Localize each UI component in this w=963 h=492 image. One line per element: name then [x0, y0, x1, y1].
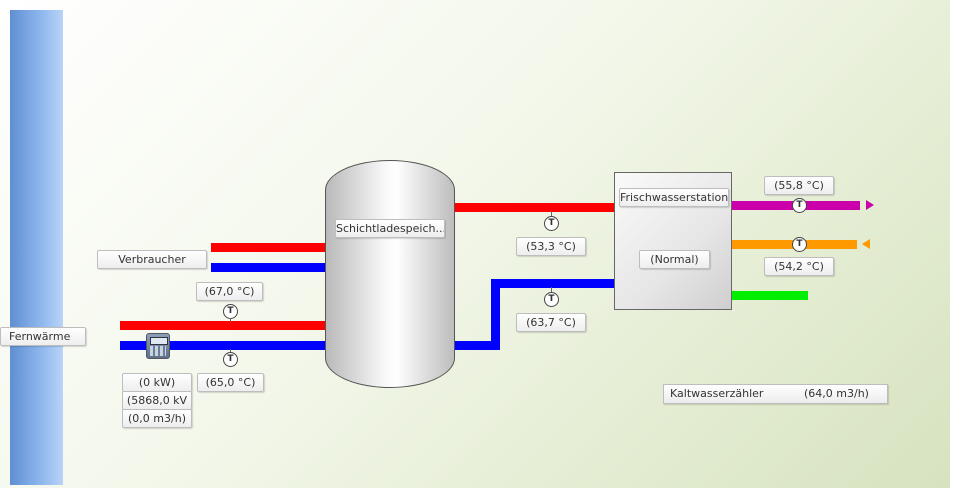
storage-bottom-temp: (63,7 °C)	[516, 313, 586, 332]
hot-water-temp: (55,8 °C)	[764, 176, 834, 195]
circulation-temp: (54,2 °C)	[764, 257, 834, 276]
storage-top-outlet-pipe	[455, 203, 615, 212]
fernwaerme-supply-pipe	[120, 321, 325, 330]
fernwaerme-label[interactable]: Fernwärme	[0, 327, 86, 346]
fernwaerme-return-temp: (65,0 °C)	[197, 373, 264, 392]
heat-meter-energy: (5868,0 kV	[122, 391, 192, 410]
cold-water-meter-value: (64,0 m3/h)	[804, 387, 869, 400]
heat-meter-flow: (0,0 m3/h)	[122, 409, 192, 428]
hot-water-sensor-icon[interactable]: T	[792, 198, 807, 213]
fernwaerme-return-sensor-icon[interactable]: T	[223, 352, 238, 367]
verbraucher-return-pipe	[211, 263, 325, 272]
station-label[interactable]: Frischwasserstation	[619, 188, 729, 207]
verbraucher-label[interactable]: Verbraucher	[97, 250, 207, 269]
storage-label[interactable]: Schichtladespeich...	[335, 219, 445, 238]
cold-water-meter-field[interactable]: Kaltwasserzähler (64,0 m3/h)	[663, 384, 888, 404]
circulation-sensor-icon[interactable]: T	[792, 237, 807, 252]
heat-meter-display	[150, 337, 168, 345]
storage-bottom-sensor-stem	[551, 287, 552, 292]
storage-tank[interactable]	[325, 160, 455, 388]
storage-top-sensor-icon[interactable]: T	[544, 216, 559, 231]
heat-meter-icon[interactable]	[146, 333, 170, 359]
fernwaerme-supply-sensor-icon[interactable]: T	[223, 304, 238, 319]
storage-top-temp: (53,3 °C)	[516, 237, 586, 256]
station-status: (Normal)	[639, 250, 710, 269]
heat-meter-keys	[150, 346, 166, 356]
storage-bottom-outlet-pipe-horizontal	[455, 341, 500, 350]
storage-bottom-sensor-icon[interactable]: T	[544, 292, 559, 307]
fernwaerme-supply-sensor-stem	[230, 318, 231, 322]
frame-border-right	[950, 0, 963, 492]
heat-meter-power: (0 kW)	[122, 373, 192, 392]
storage-top-sensor-stem	[551, 211, 552, 216]
fernwaerme-return-sensor-stem	[230, 349, 231, 353]
storage-bottom-outlet-pipe-vertical	[491, 279, 500, 350]
district-heating-bar	[10, 10, 63, 485]
storage-bottom-outlet-pipe-upper	[491, 279, 615, 288]
circulation-arrow-icon	[862, 239, 870, 249]
hot-water-arrow-icon	[866, 200, 874, 210]
cold-water-pipe	[732, 291, 808, 300]
cold-water-meter-label: Kaltwasserzähler	[670, 387, 764, 400]
fernwaerme-supply-temp: (67,0 °C)	[196, 282, 263, 301]
fernwaerme-return-pipe	[120, 341, 325, 350]
frame-border-bottom	[0, 488, 963, 492]
verbraucher-supply-pipe	[211, 243, 325, 252]
